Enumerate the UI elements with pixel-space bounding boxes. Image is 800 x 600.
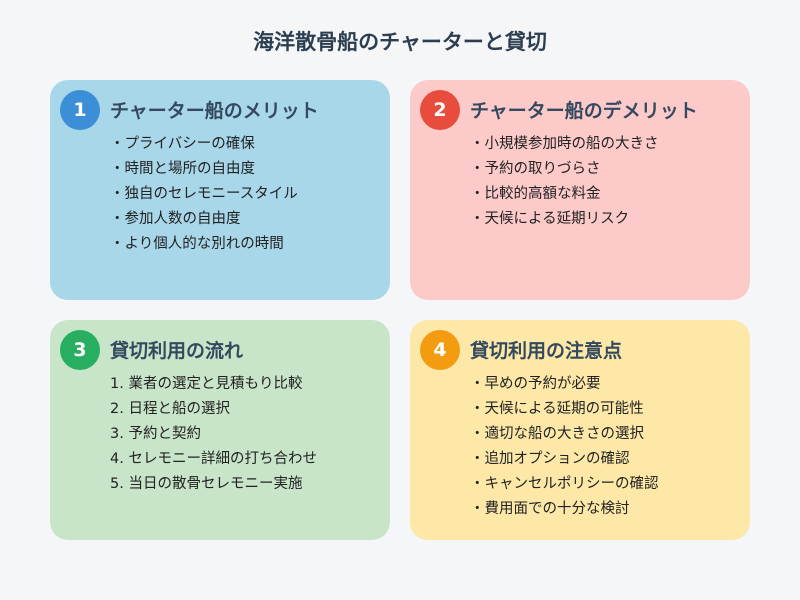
card-merits: 1 チャーター船のメリット・プライバシーの確保・時間と場所の自由度・独自のセレモ…	[50, 80, 390, 300]
list-item: ・独自のセレモニースタイル	[110, 186, 298, 202]
page-title: 海洋散骨船のチャーターと貸切	[253, 30, 547, 54]
card-heading: 貸切利用の注意点	[470, 340, 623, 362]
list-item: ・小規模参加時の船の大きさ	[470, 136, 659, 152]
number-badge: 2	[420, 90, 460, 130]
list-item: 3. 予約と契約	[110, 426, 201, 442]
list-item: ・費用面での十分な検討	[470, 501, 630, 517]
list-item: ・参加人数の自由度	[110, 211, 241, 227]
list-item: ・時間と場所の自由度	[110, 161, 255, 177]
list-item: ・キャンセルポリシーの確認	[470, 476, 659, 492]
item-list: ・プライバシーの確保・時間と場所の自由度・独自のセレモニースタイル・参加人数の自…	[110, 132, 298, 257]
card-flow: 3 貸切利用の流れ 1. 業者の選定と見積もり比較 2. 日程と船の選択 3. 予約と…	[50, 320, 390, 540]
list-item: ・プライバシーの確保	[110, 136, 255, 152]
item-list: 1. 業者の選定と見積もり比較 2. 日程と船の選択 3. 予約と契約 4. セレモニ…	[110, 372, 317, 497]
number-badge: 1	[60, 90, 100, 130]
list-item: ・適切な船の大きさの選択	[470, 426, 644, 442]
card-heading: 貸切利用の流れ	[110, 340, 244, 362]
list-item: ・追加オプションの確認	[470, 451, 630, 467]
card-cautions: 4 貸切利用の注意点・早めの予約が必要・天候による延期の可能性・適切な船の大きさ…	[410, 320, 750, 540]
list-item: ・天候による延期の可能性	[470, 401, 644, 417]
list-item: 4. セレモニー詳細の打ち合わせ	[110, 451, 317, 467]
item-list: ・小規模参加時の船の大きさ・予約の取りづらさ・比較的高額な料金・天候による延期リ…	[470, 132, 659, 232]
list-item: ・早めの予約が必要	[470, 376, 601, 392]
card-heading: チャーター船のデメリット	[470, 100, 698, 122]
list-item: 2. 日程と船の選択	[110, 401, 230, 417]
list-item: ・予約の取りづらさ	[470, 161, 601, 177]
list-item: ・より個人的な別れの時間	[110, 236, 284, 252]
number-badge: 4	[420, 330, 460, 370]
card-demerits: 2 チャーター船のデメリット・小規模参加時の船の大きさ・予約の取りづらさ・比較的…	[410, 80, 750, 300]
number-badge: 3	[60, 330, 100, 370]
item-list: ・早めの予約が必要・天候による延期の可能性・適切な船の大きさの選択・追加オプショ…	[470, 372, 659, 522]
list-item: 1. 業者の選定と見積もり比較	[110, 376, 303, 392]
card-heading: チャーター船のメリット	[110, 100, 319, 122]
list-item: ・比較的高額な料金	[470, 186, 601, 202]
list-item: 5. 当日の散骨セレモニー実施	[110, 476, 303, 492]
list-item: ・天候による延期リスク	[470, 211, 630, 227]
